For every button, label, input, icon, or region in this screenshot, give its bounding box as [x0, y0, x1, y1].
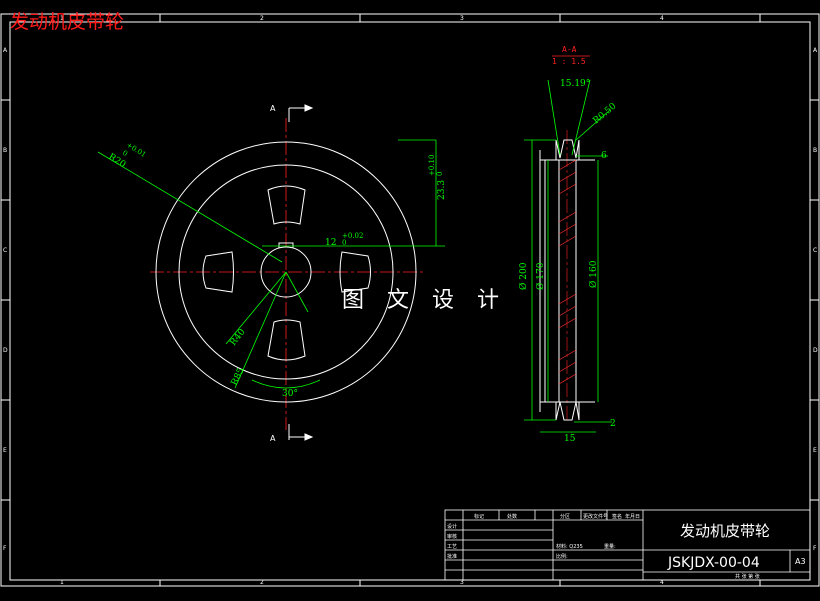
- dim-dia-mid: Ø 170: [535, 262, 546, 290]
- section-title: A-A: [562, 45, 577, 54]
- tb-sheet-size: A3: [795, 557, 806, 566]
- zone-col-3-bottom: 3: [460, 579, 464, 586]
- dim-key-width: 12: [325, 238, 336, 248]
- tb-header-mark: 标记: [474, 513, 484, 520]
- tb-header-zone: 分区: [560, 513, 570, 520]
- tb-drawing-number: JSKJDX-00-04: [667, 555, 760, 571]
- spoke-window-left: [202, 251, 234, 293]
- section-marker-top: A: [270, 104, 276, 113]
- front-centerlines: [150, 118, 425, 430]
- dim-groove-radius: R0.50: [592, 101, 619, 126]
- zone-row-b-right: B: [813, 147, 817, 154]
- dim-key-depth: 23.3: [437, 180, 447, 200]
- dim-inner-radius: R40: [228, 327, 247, 348]
- dim-key-width-tol-lower: 0: [342, 239, 346, 247]
- section-dimension-text: 15.19° R0.50 6 Ø 200 Ø 170 Ø 160 2 15: [518, 79, 619, 444]
- dim-groove-width: 6: [601, 151, 607, 161]
- tb-part-name: 发动机皮带轮: [680, 522, 770, 540]
- dim-total-width: 15: [564, 434, 576, 444]
- zone-row-f-right: F: [813, 545, 817, 552]
- zone-col-1-top: 1: [60, 15, 64, 22]
- watermark-text: 图 文 设 计: [342, 288, 507, 313]
- zone-row-c-right: C: [813, 247, 817, 254]
- zone-row-d-left: D: [3, 347, 8, 354]
- tb-material: 材料: Q235: [556, 543, 583, 550]
- tb-header-date: 年月日: [625, 513, 640, 520]
- tb-row-process: 工艺: [447, 544, 457, 550]
- dim-dia-outer: Ø 200: [518, 262, 529, 290]
- dim-outer-radius: R85: [230, 366, 247, 387]
- zone-row-e-right: E: [813, 447, 817, 454]
- drawing-title-overlay: 发动机皮带轮: [10, 11, 125, 33]
- spoke-window-right: [339, 251, 371, 293]
- tb-header-change: 更改文件号: [583, 513, 608, 520]
- dim-key-depth-tol-lower: 0: [436, 172, 444, 176]
- section-outline: [539, 139, 595, 421]
- section-marker-bottom: A: [270, 434, 276, 443]
- zone-col-4-top: 4: [660, 15, 664, 22]
- frame-zone-labels: 1 2 3 4 1 2 3 4 A B C D E F A B C D E F: [3, 15, 818, 586]
- title-block: [444, 509, 811, 581]
- zone-row-f-left: F: [3, 545, 7, 552]
- zone-row-a-right: A: [813, 47, 818, 54]
- front-dimension-lines: [97, 139, 445, 389]
- section-hatching: [558, 159, 577, 385]
- section-view: A-A 1 : 1.5: [518, 45, 619, 444]
- tb-row-design: 设计: [447, 523, 457, 530]
- tb-header-count: 处数: [507, 513, 517, 520]
- section-marker-labels: A A: [270, 104, 276, 443]
- tb-scale: 比例:: [556, 553, 568, 560]
- zone-row-a-left: A: [3, 47, 8, 54]
- front-view: A A R20 +0.01 0 12 +0.02 0 23.3 +0.10 0 …: [97, 104, 447, 443]
- zone-row-c-left: C: [3, 247, 7, 254]
- section-markers: [288, 104, 314, 441]
- zone-row-e-left: E: [3, 447, 7, 454]
- tb-row-approve: 批准: [447, 553, 457, 560]
- tb-sheet: 共 张 第 张: [735, 573, 760, 580]
- zone-col-2-bottom: 2: [260, 579, 264, 586]
- dim-groove-angle: 15.19°: [560, 79, 590, 89]
- section-label: A-A 1 : 1.5: [552, 45, 586, 66]
- front-outlines: [155, 141, 417, 403]
- front-dimension-text: R20 +0.01 0 12 +0.02 0 23.3 +0.10 0 R40 …: [106, 141, 447, 399]
- section-scale: 1 : 1.5: [552, 57, 586, 66]
- zone-col-3-top: 3: [460, 15, 464, 22]
- dim-key-depth-tol-upper: +0.10: [428, 155, 436, 176]
- zone-col-2-top: 2: [260, 15, 264, 22]
- zone-col-4-bottom: 4: [660, 579, 664, 586]
- dim-rim-offset: 2: [610, 419, 616, 429]
- tb-header-sign: 签名: [612, 513, 622, 520]
- spoke-window-bottom: [267, 319, 306, 361]
- dim-key-width-tol-upper: +0.02: [342, 232, 363, 240]
- zone-row-d-right: D: [813, 347, 818, 354]
- tb-weight: 重量:: [604, 543, 616, 550]
- tb-row-review: 审核: [447, 533, 457, 540]
- dim-spoke-angle: 30°: [282, 389, 298, 399]
- dim-keyway-radius-tol-lower: 0: [121, 149, 129, 158]
- zone-row-b-left: B: [3, 147, 7, 154]
- section-dimension-lines: [524, 79, 612, 433]
- title-block-text: 标记 处数 分区 更改文件号 签名 年月日 设计 审核 工艺 批准 材料: Q2…: [447, 513, 806, 580]
- dim-dia-hub: Ø 160: [588, 260, 599, 288]
- drawing-frame: [0, 13, 820, 587]
- zone-col-1-bottom: 1: [60, 579, 64, 586]
- spoke-window-top: [267, 185, 306, 225]
